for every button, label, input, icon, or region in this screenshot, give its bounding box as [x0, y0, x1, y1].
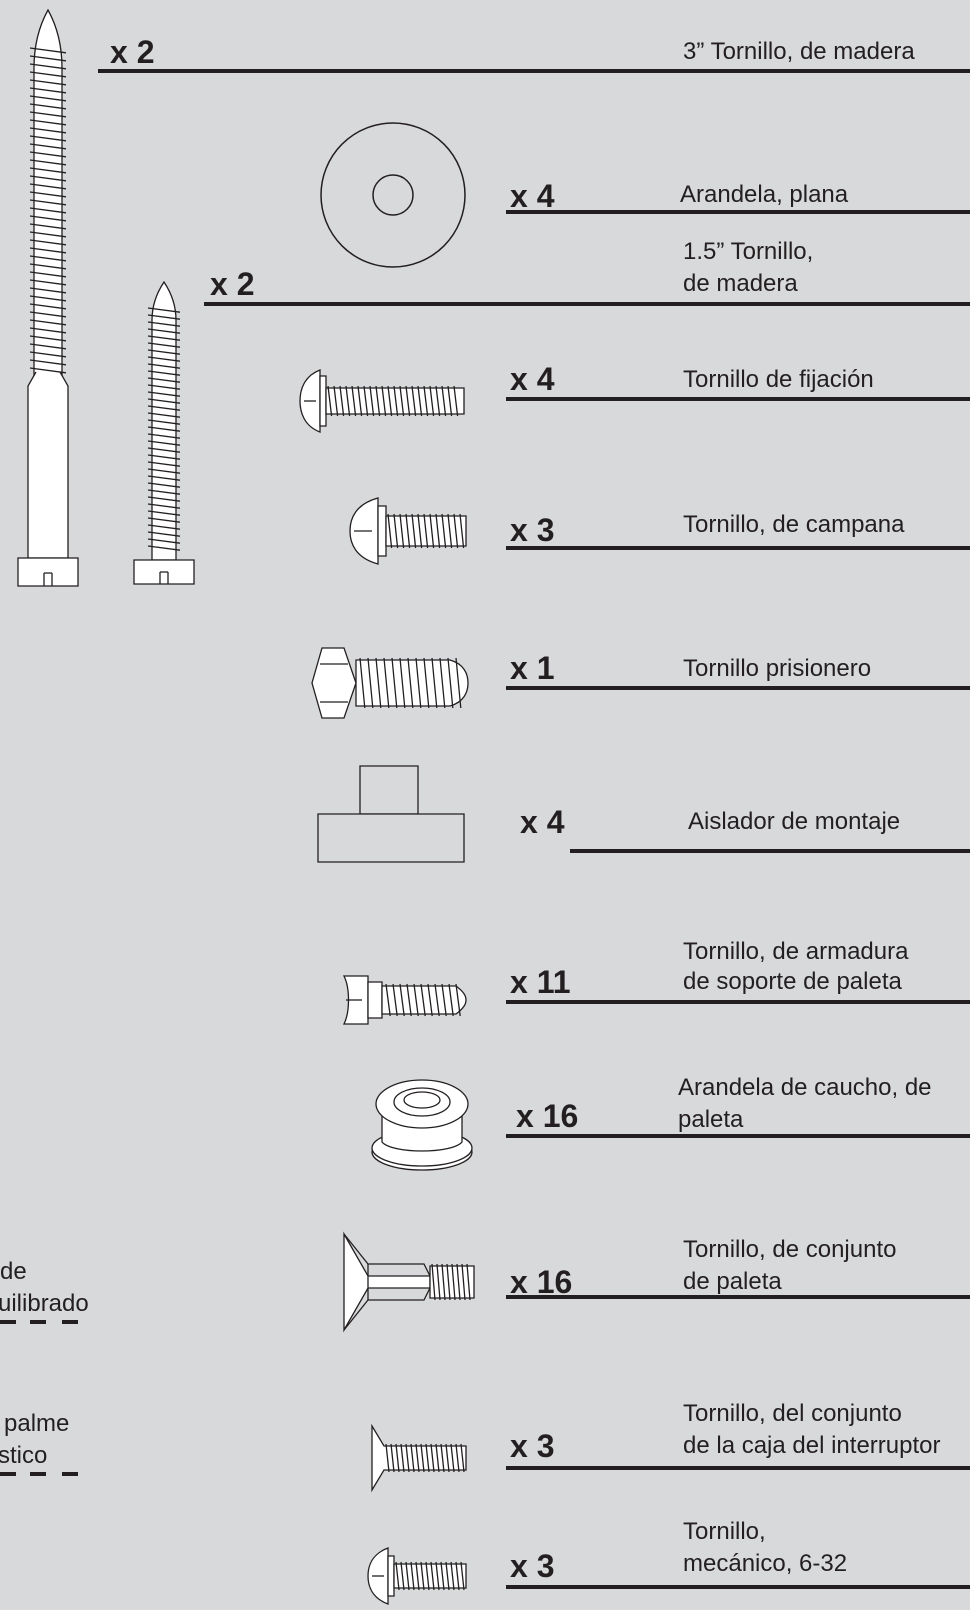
label-switch-housing-screw-line2: de la caja del interruptor: [683, 1432, 941, 1459]
label-switch-housing-screw-line1: Tornillo, del conjunto: [683, 1400, 902, 1427]
quantity-15in-wood-screw: x 2: [210, 266, 255, 302]
divider-line: [506, 1000, 970, 1004]
flat-washer-icon: [318, 120, 468, 270]
label-blade-assembly-screw-line2: de paleta: [683, 1268, 782, 1295]
divider-line: [506, 1466, 970, 1470]
dashed-line-segment: [0, 1472, 16, 1476]
divider-line: [570, 849, 970, 853]
label-rubber-washer-line1: Arandela de caucho, de: [678, 1074, 932, 1101]
dashed-line-segment: [30, 1472, 46, 1476]
quantity-canopy-screw: x 3: [510, 512, 555, 548]
long-wood-screw-icon: [16, 8, 80, 588]
cutoff-label-1-line2: uilibrado: [0, 1290, 89, 1317]
quantity-rubber-washer: x 16: [516, 1098, 579, 1134]
quantity-3in-wood-screw: x 2: [110, 34, 155, 70]
divider-line: [506, 1134, 970, 1138]
canopy-screw-icon: [346, 494, 470, 568]
divider-line: [506, 1585, 970, 1589]
dashed-line-segment: [30, 1320, 46, 1324]
divider-line: [506, 210, 970, 214]
blade-bracket-screw-icon: [340, 972, 470, 1028]
divider-line: [204, 302, 970, 306]
divider-line: [506, 1295, 970, 1299]
label-machine-screw-line2: mecánico, 6-32: [683, 1550, 848, 1577]
label-machine-screw-line1: Tornillo,: [683, 1518, 766, 1545]
cutoff-label-2-line2: stico: [0, 1442, 48, 1469]
label-15in-wood-screw-line2: de madera: [683, 270, 798, 297]
blade-assembly-screw-icon: [342, 1232, 478, 1332]
label-flat-washer: Arandela, plana: [680, 181, 849, 208]
label-blade-bracket-screw-line1: Tornillo, de armadura: [683, 938, 909, 965]
quantity-machine-screw: x 3: [510, 1548, 555, 1584]
label-rubber-washer-line2: paleta: [678, 1106, 744, 1133]
divider-line: [98, 69, 970, 73]
mounting-screw-icon: [298, 366, 468, 436]
quantity-switch-housing-screw: x 3: [510, 1428, 555, 1464]
machine-screw-icon: [364, 1544, 470, 1608]
label-15in-wood-screw-line1: 1.5” Tornillo,: [683, 238, 814, 265]
label-canopy-screw: Tornillo, de campana: [683, 511, 905, 538]
label-blade-bracket-screw-line2: de soporte de paleta: [683, 968, 902, 995]
label-blade-assembly-screw-line1: Tornillo, de conjunto: [683, 1236, 897, 1263]
dashed-line-segment: [62, 1320, 78, 1324]
label-set-screw: Tornillo prisionero: [683, 655, 872, 682]
divider-line: [506, 686, 970, 690]
quantity-blade-bracket-screw: x 11: [510, 964, 571, 1000]
quantity-blade-assembly-screw: x 16: [510, 1264, 573, 1300]
rubber-washer-icon: [368, 1076, 476, 1174]
quantity-set-screw: x 1: [510, 650, 555, 686]
switch-housing-screw-icon: [370, 1424, 470, 1492]
quantity-flat-washer: x 4: [510, 178, 555, 214]
divider-line: [506, 546, 970, 550]
quantity-mounting-screw: x 4: [510, 361, 555, 397]
dashed-line-segment: [0, 1320, 16, 1324]
cutoff-label-1-line1: de: [0, 1258, 27, 1285]
label-mounting-screw: Tornillo de fijación: [683, 366, 874, 393]
short-wood-screw-icon: [132, 280, 196, 586]
label-mounting-isolator: Aislador de montaje: [688, 808, 901, 835]
dashed-line-segment: [62, 1472, 78, 1476]
mounting-isolator-icon: [316, 764, 466, 864]
cutoff-label-2-line1: palme: [4, 1410, 70, 1437]
divider-line: [506, 397, 970, 401]
quantity-mounting-isolator: x 4: [520, 804, 565, 840]
set-screw-icon: [310, 644, 470, 722]
label-3in-wood-screw: 3” Tornillo, de madera: [683, 38, 915, 65]
